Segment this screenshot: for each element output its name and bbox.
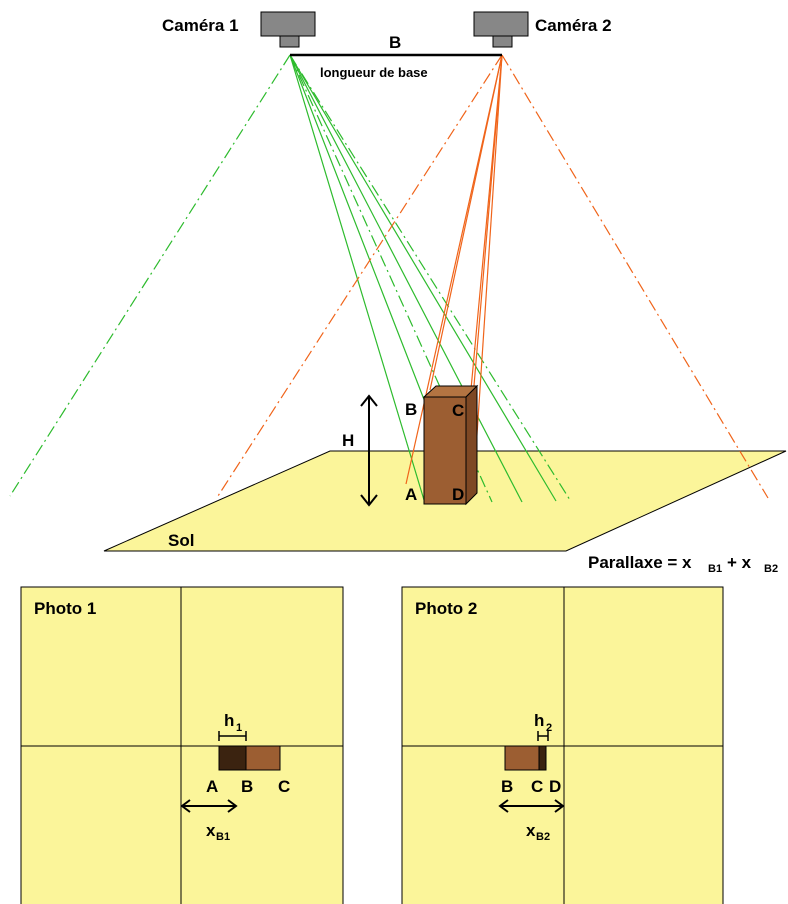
photo1-point-a: A [206,777,218,796]
camera1-ray-d [289,54,557,502]
camera1-ray-top [289,54,493,503]
photo1-h-label: h [224,711,234,730]
building-box [422,384,479,506]
photo1-point-b: B [241,777,253,796]
photo1-title: Photo 1 [34,599,96,618]
photo2-point-b: B [501,777,513,796]
photo2-x-label: x [526,821,536,840]
camera1-ray-a [289,54,425,501]
box-corner-d: D [452,485,464,504]
parallax-prefix: Parallaxe = x [588,553,692,572]
parallax-sub2: B2 [764,563,778,575]
photo2-box-side [504,745,540,771]
photo1-h-sub: 1 [236,722,242,734]
height-label: H [342,431,354,450]
photo1-box-roof [218,745,247,771]
baseline-letter: B [389,33,401,52]
camera2-label: Caméra 2 [535,16,612,35]
ground-label: Sol [168,531,194,550]
camera1 [260,11,316,48]
camera1-ray-c [289,54,523,503]
camera1-body [260,11,316,37]
camera2-ray-b [429,54,503,391]
box-corner-c: C [452,401,464,420]
photo1-x-label: x [206,821,216,840]
photo2-box-roof [538,745,547,771]
camera2-ray-d [473,54,503,481]
parallax-sub1: B1 [708,563,722,575]
camera1-label: Caméra 1 [162,16,239,35]
box-side-face [465,384,478,506]
box-front-face [423,396,467,505]
camera1-fov-left [9,54,291,497]
photo2-title: Photo 2 [415,599,477,618]
parallax-formula: Parallaxe = x B1 + x B2 [588,553,778,575]
box-corner-b: B [405,400,417,419]
camera2 [473,11,529,48]
camera2-fov-right [501,54,769,499]
photo2-point-c: C [531,777,543,796]
parallax-mid: + x [727,553,752,572]
photo2-h-bracket [537,731,549,741]
photo2-point-d: D [549,777,561,796]
camera2-lens [492,35,513,48]
camera1-lens [279,35,300,48]
camera2-ray-a [405,54,503,485]
camera2-body [473,11,529,37]
height-arrow [360,394,378,507]
photo1-h-bracket [218,731,247,741]
camera1-rays [9,54,571,503]
baseline-label: longueur de base [320,65,428,80]
photo2-x-sub: B2 [536,831,550,843]
photo1-box-side [245,745,281,771]
photo1-point-c: C [278,777,290,796]
photo1-panel [20,586,344,904]
photo2-panel [401,586,724,904]
camera2-rays [217,54,769,499]
camera2-ray-e [469,54,503,401]
photo2-x-arrow [498,799,565,813]
photo1-x-arrow [180,799,238,813]
photo1-x-sub: B1 [216,831,230,843]
photo2-h-label: h [534,711,544,730]
box-corner-a: A [405,485,417,504]
photo2-h-sub: 2 [546,722,552,734]
